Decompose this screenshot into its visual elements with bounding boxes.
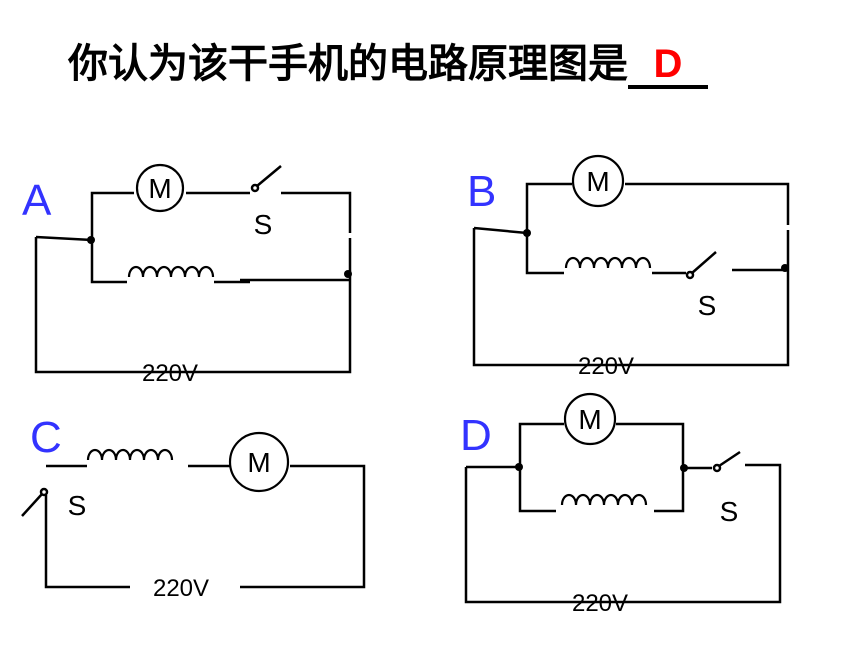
wire [464, 422, 782, 604]
heating-coil [560, 493, 648, 507]
junction-dot [781, 264, 789, 272]
junction-dot [87, 236, 95, 244]
voltage-label: 220V [142, 360, 198, 387]
motor: M [228, 431, 290, 493]
switch: S [685, 251, 717, 321]
wire [44, 464, 366, 589]
circuit-b: B M S 220V [467, 154, 790, 380]
circuit-d: D M S 220V [460, 392, 782, 617]
svg-text:S: S [698, 290, 717, 321]
answer-text: D [653, 42, 683, 86]
wire [34, 191, 352, 374]
motor: M [571, 154, 625, 208]
svg-text:M: M [586, 166, 609, 197]
junction-dot [515, 463, 523, 471]
junction-dot [344, 270, 352, 278]
heating-coil [86, 448, 174, 462]
voltage-label: 220V [578, 353, 634, 380]
junction-dot [523, 229, 531, 237]
wire [472, 182, 790, 367]
svg-text:S: S [720, 496, 739, 527]
motor: M [135, 163, 185, 213]
junction-dot [680, 464, 688, 472]
circuit-a: A M S 220V [22, 163, 352, 387]
svg-text:S: S [254, 209, 273, 240]
switch: S [712, 450, 741, 527]
question-title: 你认为该干手机的电路原理图是 D [68, 40, 708, 89]
option-letter-d: D [460, 411, 492, 460]
voltage-label: 220V [153, 575, 209, 602]
heating-coil [127, 265, 215, 279]
svg-text:M: M [578, 404, 601, 435]
option-letter-b: B [467, 167, 496, 216]
svg-text:M: M [148, 173, 171, 204]
motor: M [563, 392, 617, 446]
question-text: 你认为该干手机的电路原理图是 [68, 41, 628, 87]
svg-text:S: S [68, 490, 87, 521]
option-letter-c: C [30, 413, 62, 462]
svg-text:M: M [247, 447, 270, 478]
heating-coil [564, 256, 652, 270]
voltage-label: 220V [572, 590, 628, 617]
circuit-c: C M S 220V [21, 413, 366, 602]
switch: S [21, 487, 87, 521]
switch: S [250, 165, 282, 240]
option-letter-a: A [22, 176, 52, 225]
answer-blank: D [628, 43, 708, 89]
